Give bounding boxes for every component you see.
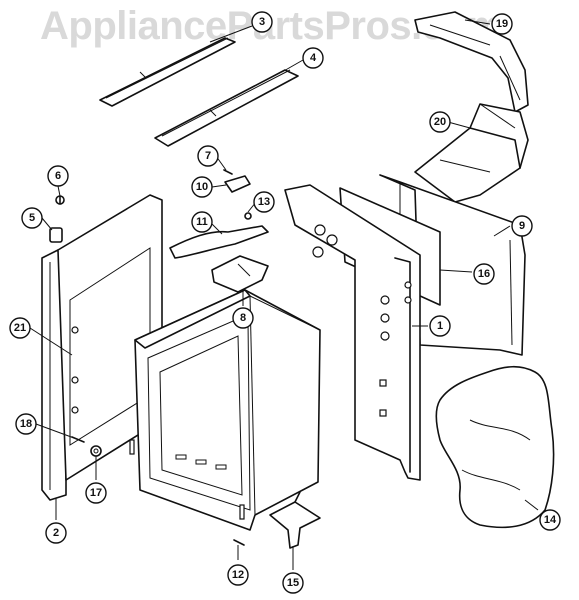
part-7-screw[interactable] [223,169,233,175]
part-13-screw[interactable] [244,212,252,220]
callout-label: 11 [196,216,208,228]
leader-lines [29,19,539,570]
callout-18[interactable]: 18 [15,413,37,435]
callout-5[interactable]: 5 [21,207,43,229]
callout-17[interactable]: 17 [85,482,107,504]
part-15-hinge[interactable] [269,491,321,549]
callout-13[interactable]: 13 [253,191,275,213]
part-8-latch-assembly[interactable] [211,255,269,293]
part-11-latch-arm[interactable] [169,225,269,259]
callout-16[interactable]: 16 [473,263,495,285]
callout-label: 1 [437,320,443,332]
callout-circle [9,317,31,339]
callout-6[interactable]: 6 [47,165,69,187]
callout-label: 8 [240,312,246,324]
callout-label: 3 [259,16,265,28]
callout-21[interactable]: 21 [9,317,31,339]
part-12-screw[interactable] [233,539,245,546]
part-21-frame-panel[interactable] [57,194,163,481]
callout-label: 12 [232,569,244,581]
callout-circle [191,176,213,198]
callout-label: 17 [90,487,102,499]
callout-label: 15 [287,577,299,589]
callout-label: 6 [55,170,61,182]
callout-circle [232,307,254,329]
part-20-vent-box[interactable] [414,103,529,203]
callout-circle [45,522,67,544]
callout-label: 7 [205,150,211,162]
callout-3[interactable]: 3 [251,11,273,33]
part-10-latch-bracket[interactable] [224,175,251,193]
callout-circle [302,47,324,69]
callout-label: 4 [310,52,317,64]
callout-12[interactable]: 12 [227,564,249,586]
callout-circle [251,11,273,33]
oven-cavity-frame[interactable] [129,289,321,531]
callout-label: 13 [258,196,270,208]
part-6-screw[interactable] [55,195,65,205]
callout-circle [197,145,219,167]
callout-7[interactable]: 7 [197,145,219,167]
callout-circle [491,13,513,35]
part-14-insulation-blanket[interactable] [435,365,555,529]
part-4-trim-strip[interactable] [154,69,299,147]
callout-circle [429,315,451,337]
callout-label: 9 [519,220,525,232]
callout-circle [15,413,37,435]
callout-circle [429,111,451,133]
callout-label: 18 [20,418,32,430]
callout-label: 5 [29,212,35,224]
part-1-side-panel[interactable] [284,184,421,481]
callout-circle [85,482,107,504]
callout-11[interactable]: 11 [191,211,213,233]
callout-label: 2 [53,527,59,539]
callout-circle [511,215,533,237]
callout-label: 19 [496,18,508,30]
part-3-trim-strip[interactable] [99,37,236,107]
callout-20[interactable]: 20 [429,111,451,133]
callout-label: 10 [196,181,208,193]
part-17-grommet[interactable] [90,445,102,457]
callout-label: 20 [434,116,446,128]
callout-9[interactable]: 9 [511,215,533,237]
callout-15[interactable]: 15 [282,572,304,594]
callout-circle [539,509,561,531]
callout-label: 14 [544,514,557,526]
callout-2[interactable]: 2 [45,522,67,544]
callout-1[interactable]: 1 [429,315,451,337]
callout-19[interactable]: 19 [491,13,513,35]
callout-circle [21,207,43,229]
callout-8[interactable]: 8 [232,307,254,329]
callout-circle [473,263,495,285]
callout-circle [191,211,213,233]
callout-4[interactable]: 4 [302,47,324,69]
callout-label: 21 [14,322,26,334]
callout-label: 16 [478,268,490,280]
callout-14[interactable]: 14 [539,509,561,531]
callout-circle [253,191,275,213]
callout-10[interactable]: 10 [191,176,213,198]
callout-circle [282,572,304,594]
callout-circle [227,564,249,586]
callout-circle [47,165,69,187]
part-5-clip[interactable] [49,227,63,243]
